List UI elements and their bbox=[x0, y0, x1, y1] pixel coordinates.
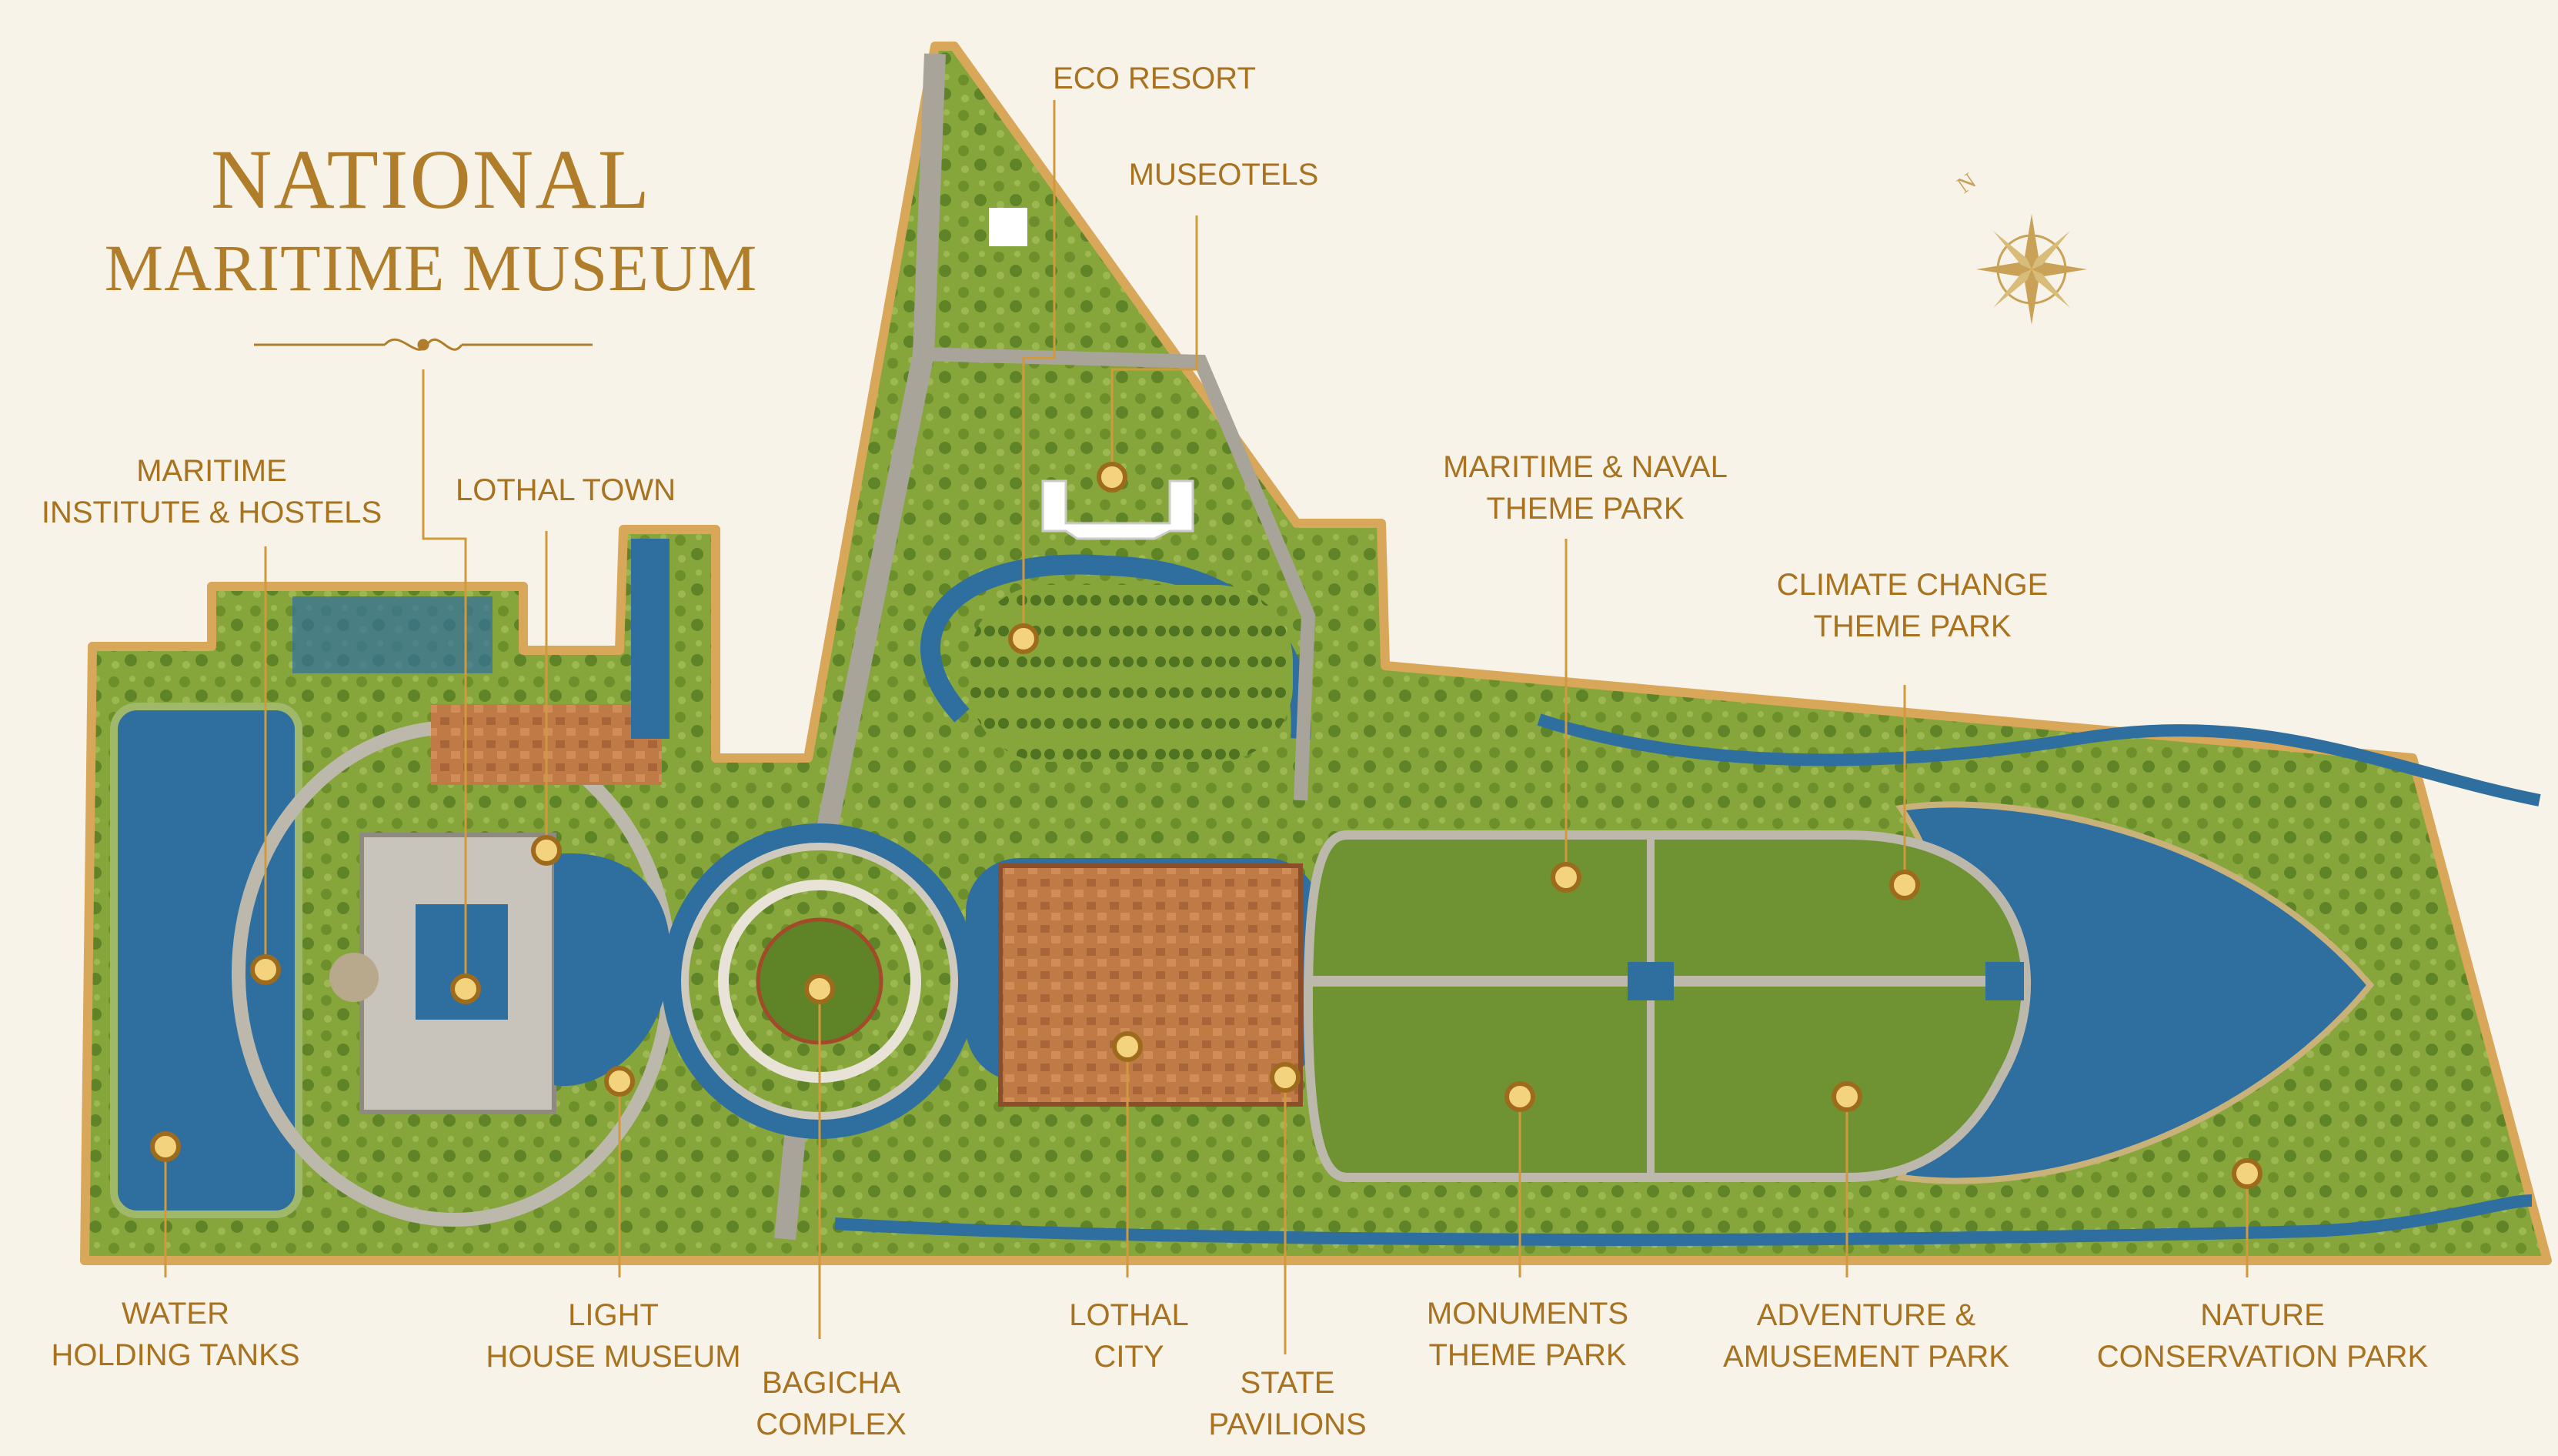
marker-lothal-city[interactable] bbox=[1112, 1031, 1143, 1062]
label-bagicha[interactable]: BAGICHA COMPLEX bbox=[756, 1366, 907, 1441]
page-subtitle: MARITIME MUSEUM bbox=[104, 231, 758, 305]
label-lothal-city[interactable]: LOTHAL CITY bbox=[1069, 1298, 1189, 1374]
page-title: NATIONAL bbox=[210, 132, 651, 226]
marker-monuments[interactable] bbox=[1504, 1081, 1535, 1112]
water-holding-tank bbox=[110, 703, 302, 1218]
channel bbox=[631, 539, 670, 739]
label-museotels[interactable]: MUSEOTELS bbox=[1128, 158, 1319, 192]
marker-maritime-institute[interactable] bbox=[250, 954, 281, 985]
canal-north bbox=[1537, 713, 2541, 806]
marker-maritime-naval[interactable] bbox=[1551, 862, 1581, 893]
label-eco-resort[interactable]: ECO RESORT bbox=[1053, 62, 1256, 95]
map-markers bbox=[150, 462, 2262, 1189]
label-lothal-town[interactable]: LOTHAL TOWN bbox=[456, 473, 676, 507]
marker-bagicha[interactable] bbox=[804, 973, 835, 1004]
marker-eco-resort[interactable] bbox=[1008, 623, 1039, 654]
marker-light-house[interactable] bbox=[604, 1066, 635, 1097]
marker-state-pavilions[interactable] bbox=[1270, 1062, 1301, 1093]
marker-nature[interactable] bbox=[2232, 1158, 2262, 1189]
park-gate-water bbox=[1628, 962, 1674, 1000]
label-adventure[interactable]: ADVENTURE & AMUSEMENT PARK bbox=[1723, 1298, 2009, 1374]
hostel-blocks bbox=[292, 596, 493, 673]
park-end-water bbox=[1985, 962, 2024, 1000]
lothal-city bbox=[998, 863, 1303, 1107]
label-water-tanks[interactable]: WATER HOLDING TANKS bbox=[51, 1297, 300, 1372]
lothal-water bbox=[554, 853, 671, 1087]
label-maritime-institute[interactable]: MARITIME INSTITUTE & HOSTELS bbox=[41, 454, 382, 529]
label-nature[interactable]: NATURE CONSERVATION PARK bbox=[2096, 1298, 2429, 1374]
label-monuments[interactable]: MONUMENTS THEME PARK bbox=[1426, 1297, 1629, 1372]
canal bbox=[834, 1194, 2533, 1246]
marker-water-tanks[interactable] bbox=[150, 1131, 181, 1162]
label-light-house[interactable]: LIGHT HOUSE MUSEUM bbox=[486, 1298, 741, 1374]
title-ornament bbox=[254, 338, 593, 351]
dome bbox=[329, 953, 379, 1002]
compass-north-label: N bbox=[1952, 168, 1981, 198]
tree-rows bbox=[970, 585, 1293, 762]
road-east bbox=[923, 347, 1316, 801]
compass-rose-icon bbox=[1976, 214, 2087, 325]
label-state-pavilions[interactable]: STATE PAVILIONS bbox=[1208, 1366, 1367, 1441]
marker-lothal-town[interactable] bbox=[531, 835, 562, 866]
museotels-building bbox=[1041, 479, 1194, 540]
label-climate-change[interactable]: CLIMATE CHANGE THEME PARK bbox=[1776, 568, 2049, 643]
marker-adventure[interactable] bbox=[1832, 1081, 1862, 1112]
marker-museotels[interactable] bbox=[1097, 462, 1127, 493]
eco-resort-building bbox=[989, 208, 1027, 246]
label-maritime-naval[interactable]: MARITIME & NAVAL THEME PARK bbox=[1443, 450, 1728, 526]
marker-museum-center[interactable] bbox=[450, 973, 481, 1004]
marker-climate-change[interactable] bbox=[1889, 870, 1920, 900]
